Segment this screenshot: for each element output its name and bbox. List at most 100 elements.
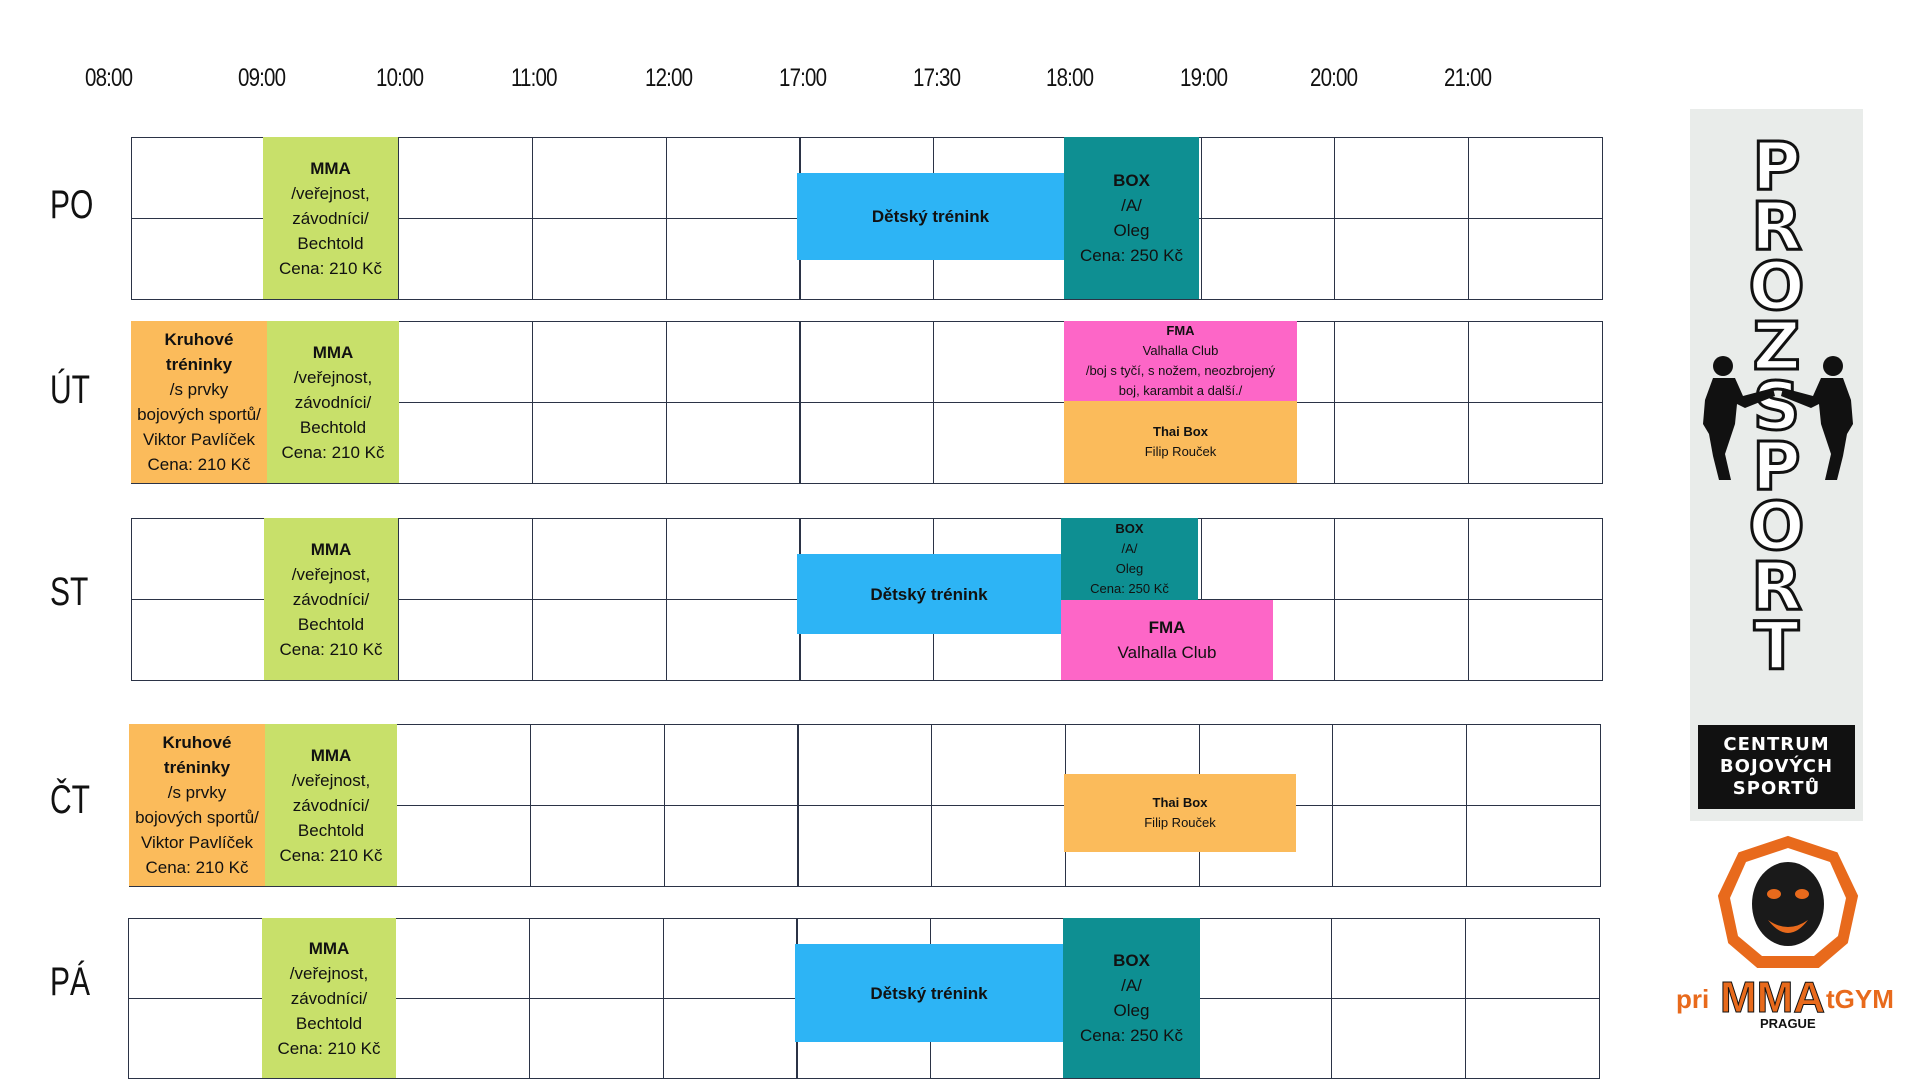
grid-cell [1334, 321, 1469, 403]
grid-cell [532, 218, 667, 300]
tagline-line: SPORTŮ [1732, 778, 1821, 799]
class-line: /A/ [1121, 196, 1142, 215]
grid-cell [1468, 321, 1603, 403]
time-label: 19:00 [1180, 64, 1228, 92]
grid-cell [933, 321, 1068, 403]
day-label-st: ST [50, 570, 89, 614]
grid-cell [1334, 218, 1469, 300]
class-line: Bechtold [297, 820, 365, 840]
tagline-line: CENTRUM [1723, 734, 1830, 755]
grid-cell [398, 137, 534, 219]
class-line: /veřejnost, [293, 367, 373, 387]
grid-cell [532, 599, 667, 681]
class-title: Thai Box [1152, 795, 1208, 810]
class-title: FMA [1148, 618, 1186, 637]
grid-cell [797, 724, 933, 806]
grid-cell [662, 918, 798, 999]
grid-cell [1468, 137, 1603, 219]
grid-cell [396, 724, 532, 806]
class-line: Valhalla Club [1117, 643, 1217, 662]
primmat-gym-logo: pri MMA tGYM PRAGUE [1676, 835, 1894, 1031]
time-label: 17:00 [779, 64, 827, 92]
class-line: Bechtold [299, 417, 367, 437]
grid-cell [665, 599, 801, 681]
class-line: Cena: 210 Kč [147, 455, 251, 474]
class-block-kruhove[interactable]: Kruhové tréninky /s prvky bojových sport… [131, 321, 267, 483]
class-block-thai-box[interactable]: Thai Box Filip Rouček [1064, 774, 1296, 852]
day-label-ut: ÚT [50, 368, 90, 412]
time-label: 11:00 [511, 64, 558, 92]
gym-logo-text: tGYM [1826, 984, 1894, 1014]
grid-cell [398, 518, 534, 600]
class-title: Thai Box [1153, 424, 1208, 439]
class-line: Viktor Pavlíček [142, 430, 256, 449]
grid-cell [1334, 518, 1469, 600]
time-label: 18:00 [1046, 64, 1094, 92]
class-line: Oleg [1115, 561, 1144, 576]
class-block-mma[interactable]: MMA /veřejnost, závodníci/ Bechtold Cena… [263, 137, 398, 299]
class-title: tréninky [165, 355, 233, 374]
class-block-fma[interactable]: FMA Valhalla Club [1061, 600, 1273, 680]
class-line: závodníci/ [292, 208, 369, 228]
class-block-kids[interactable]: Dětský trénink [795, 944, 1063, 1042]
class-block-mma[interactable]: MMA /veřejnost, závodníci/ Bechtold Cena… [267, 321, 399, 483]
brand-letter: P [1751, 428, 1802, 505]
grid-cell [131, 218, 266, 300]
day-label-pa: PÁ [50, 960, 91, 1004]
grid-cell [799, 402, 935, 484]
grid-cell [1200, 218, 1336, 300]
grid-cell [1468, 218, 1603, 300]
class-line: Bechtold [295, 1013, 363, 1033]
class-block-mma[interactable]: MMA /veřejnost, závodníci/ Bechtold Cena… [265, 724, 397, 886]
brand-letter: T [1752, 608, 1800, 685]
class-title: MMA [308, 938, 350, 958]
class-line: Bechtold [297, 614, 365, 634]
grid-cell [799, 321, 935, 403]
day-label-po: PO [50, 183, 94, 227]
grid-cell [1468, 402, 1603, 484]
tagline-line: BOJOVÝCH [1719, 756, 1834, 777]
brand-letter: Z [1751, 308, 1802, 385]
class-title: Dětský trénink [870, 584, 988, 604]
grid-cell [665, 402, 801, 484]
grid-cell [933, 402, 1068, 484]
grid-cell [1334, 137, 1469, 219]
grid-cell [128, 918, 263, 999]
class-title: Kruhové [164, 330, 234, 349]
grid-cell [1466, 724, 1601, 806]
class-block-mma[interactable]: MMA /veřejnost, závodníci/ Bechtold Cena… [264, 518, 398, 680]
class-block-fma[interactable]: FMA Valhalla Club /boj s tyčí, s nožem, … [1064, 321, 1297, 401]
class-line: /veřejnost, [291, 770, 371, 790]
class-line: závodníci/ [292, 795, 370, 815]
class-title: BOX [1115, 521, 1144, 536]
class-line: /veřejnost, [291, 183, 370, 203]
grid-cell [663, 805, 799, 887]
class-block-box[interactable]: BOX /A/ Oleg Cena: 250 Kč [1064, 137, 1199, 299]
grid-cell [1331, 918, 1466, 999]
class-block-box[interactable]: BOX /A/ Oleg Cena: 250 Kč [1061, 518, 1198, 600]
grid-cell [1197, 918, 1333, 999]
grid-cell [1468, 518, 1603, 600]
grid-cell [1334, 402, 1469, 484]
time-label: 20:00 [1310, 64, 1358, 92]
class-block-mma[interactable]: MMA /veřejnost, závodníci/ Bechtold Cena… [262, 918, 396, 1078]
grid-cell [1334, 599, 1469, 681]
grid-cell [128, 998, 263, 1079]
grid-cell [1332, 805, 1467, 887]
class-line: /veřejnost, [289, 963, 369, 983]
class-block-kids[interactable]: Dětský trénink [797, 554, 1061, 634]
class-block-kids[interactable]: Dětský trénink [797, 173, 1064, 260]
class-block-kruhove[interactable]: Kruhové tréninky /s prvky bojových sport… [129, 724, 265, 886]
class-line: závodníci/ [290, 988, 368, 1008]
class-block-thai-box[interactable]: Thai Box Filip Rouček [1064, 401, 1297, 483]
logo-tagline: CENTRUM BOJOVÝCH SPORTŮ [1698, 725, 1855, 809]
class-line: Cena: 210 Kč [281, 442, 385, 462]
class-block-box[interactable]: BOX /A/ Oleg Cena: 250 Kč [1063, 918, 1200, 1078]
class-line: /s prvky [169, 380, 229, 399]
grid-cell [395, 998, 531, 1079]
time-label: 10:00 [376, 64, 424, 92]
gym-logo-text: pri [1676, 984, 1709, 1014]
grid-cell [797, 805, 933, 887]
grid-cell [665, 518, 801, 600]
time-label: 09:00 [238, 64, 286, 92]
